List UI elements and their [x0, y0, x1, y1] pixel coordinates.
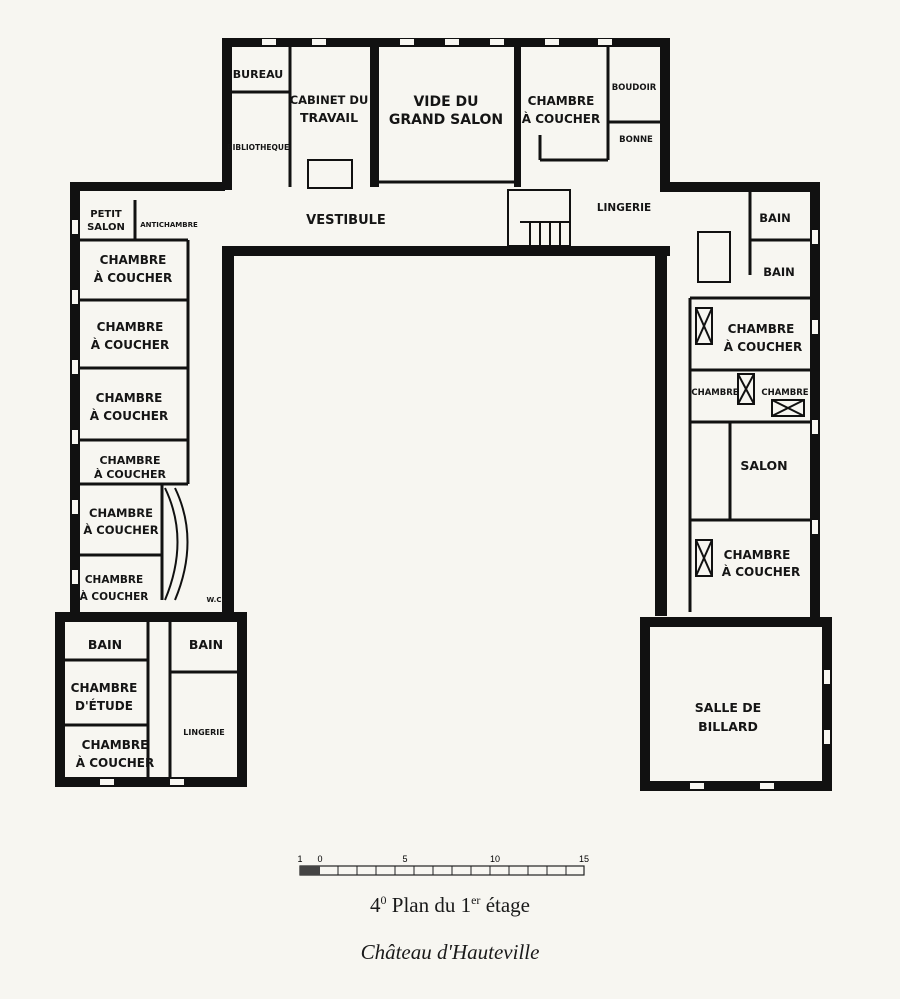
label-bonne: BONNE	[619, 135, 653, 145]
scale-bar: 1 0 5 10 15	[297, 854, 589, 876]
label-billard-1: SALLE DE	[695, 700, 761, 715]
plan-text-after: étage	[485, 893, 530, 917]
label-chambre-6a: CHAMBRE	[85, 574, 143, 586]
label-chambre-top-2: À COUCHER	[522, 111, 601, 126]
label-chambre-5a: CHAMBRE	[89, 506, 153, 520]
plan-number-sup: 0	[380, 893, 387, 907]
label-chambre-4b: À COUCHER	[94, 468, 166, 481]
plan-text-sup: er	[471, 893, 481, 907]
plan-number: 4	[370, 893, 381, 917]
label-cabinet-1: CABINET DU	[290, 93, 369, 107]
room-labels: BUREAU BIBLIOTHEQUE CABINET DU TRAVAIL V…	[71, 68, 809, 770]
label-salon: SALON	[740, 458, 787, 473]
label-bain-mid: BAIN	[189, 637, 223, 652]
label-chambre-top-1: CHAMBRE	[528, 94, 595, 108]
label-cabinet-2: TRAVAIL	[300, 110, 358, 125]
label-chambre-3b: À COUCHER	[90, 408, 169, 423]
label-chambre-2b: À COUCHER	[91, 337, 170, 352]
label-chambre-r3: CHAMBRE	[761, 388, 808, 398]
label-vide-1: VIDE DU	[413, 94, 478, 110]
plan-title: 40 Plan du 1er étage	[0, 893, 900, 918]
label-chambre-3a: CHAMBRE	[96, 391, 163, 405]
label-chambre-r1a: CHAMBRE	[728, 322, 795, 336]
lift-shafts	[695, 307, 805, 577]
scale-tick-5: 5	[402, 854, 407, 864]
label-chambre-r4b: À COUCHER	[722, 564, 801, 579]
label-lingerie-top: LINGERIE	[597, 202, 651, 214]
label-chambre-1a: CHAMBRE	[100, 253, 167, 267]
label-antichambre: ANTICHAMBRE	[140, 221, 198, 229]
label-chambre-7b: À COUCHER	[76, 755, 155, 770]
label-boudoir: BOUDOIR	[612, 83, 657, 93]
label-bureau: BUREAU	[233, 68, 283, 81]
label-chambre-5b: À COUCHER	[83, 522, 158, 537]
label-chambre-2a: CHAMBRE	[97, 320, 164, 334]
scale-tick-10: 10	[490, 854, 500, 864]
label-billard-2: BILLARD	[698, 719, 758, 734]
label-chambre-7a: CHAMBRE	[82, 738, 149, 752]
label-etude-1: CHAMBRE	[71, 681, 138, 695]
label-chambre-4a: CHAMBRE	[99, 454, 160, 467]
label-chambre-1b: À COUCHER	[94, 270, 173, 285]
label-chambre-r2: CHAMBRE	[691, 388, 738, 398]
label-etude-2: D'ÉTUDE	[75, 698, 133, 713]
scale-tick-0: 0	[317, 854, 322, 864]
label-bain-left: BAIN	[88, 637, 122, 652]
plan-subtitle: Château d'Hauteville	[360, 940, 540, 964]
label-vestibule: VESTIBULE	[306, 213, 386, 228]
label-wc: W.C	[207, 596, 222, 604]
partitions	[65, 47, 810, 777]
label-vide-2: GRAND SALON	[389, 112, 503, 128]
label-bain-right-1: BAIN	[759, 211, 791, 225]
label-chambre-6b: À COUCHER	[80, 590, 149, 603]
label-lingerie-left: LINGERIE	[183, 728, 224, 737]
plan-text-before: Plan du 1	[391, 893, 472, 917]
label-bibliotheque: BIBLIOTHEQUE	[227, 143, 289, 152]
label-petit-salon-2: SALON	[87, 222, 125, 233]
stairs	[164, 159, 731, 601]
scale-tick-15: 15	[579, 854, 589, 864]
scale-tick-1: 1	[297, 854, 302, 864]
walls	[55, 38, 832, 791]
label-bain-right-2: BAIN	[763, 265, 795, 279]
label-chambre-r1b: À COUCHER	[724, 339, 803, 354]
label-chambre-r4a: CHAMBRE	[724, 548, 791, 562]
label-petit-salon-1: PETIT	[90, 209, 122, 220]
windows	[72, 39, 830, 789]
floor-plan: BUREAU BIBLIOTHEQUE CABINET DU TRAVAIL V…	[55, 38, 832, 876]
